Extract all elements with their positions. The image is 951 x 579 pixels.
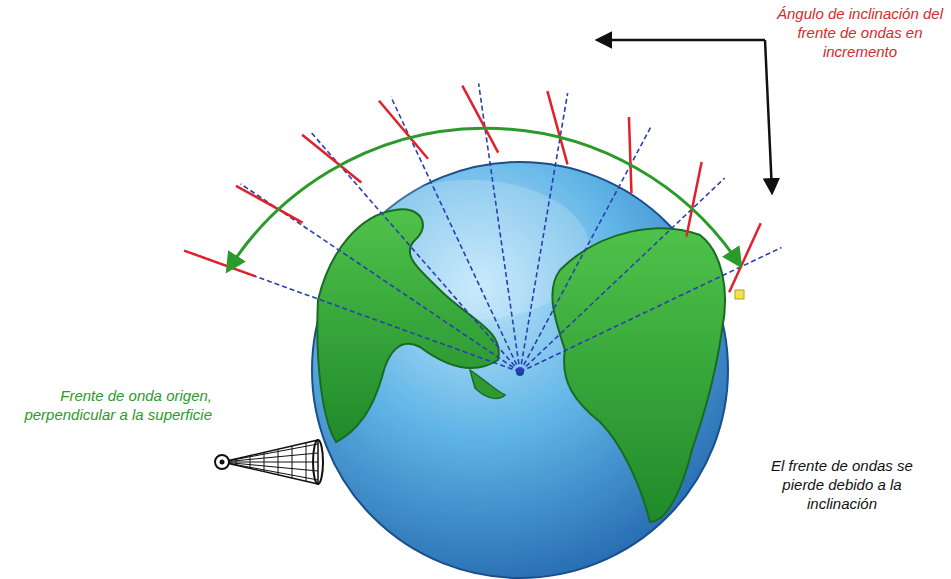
callout-arrow bbox=[598, 39, 765, 42]
lost-wavefront-mark bbox=[735, 290, 744, 299]
antenna-symbol bbox=[215, 440, 323, 484]
radial-line bbox=[520, 178, 725, 372]
wavefront-line bbox=[629, 117, 632, 193]
radial-line bbox=[520, 125, 652, 372]
continent-africa bbox=[552, 228, 725, 522]
propagation-arc bbox=[228, 128, 740, 270]
wavefront-line bbox=[686, 162, 701, 236]
annotation-label: Ángulo de inclinación del frente de onda… bbox=[774, 4, 946, 61]
wavefront-rays bbox=[184, 83, 781, 372]
annotation-label: Frente de onda origen, perpendicular a l… bbox=[20, 386, 212, 424]
wavefront-line bbox=[184, 251, 255, 277]
wavefront-line bbox=[547, 91, 567, 164]
callout-arrow bbox=[765, 40, 772, 192]
wavefront-line bbox=[379, 101, 428, 159]
wavefront-line bbox=[462, 86, 498, 153]
central-america bbox=[470, 370, 505, 399]
annotation-label: El frente de ondas se pierde debido a la… bbox=[752, 456, 932, 513]
